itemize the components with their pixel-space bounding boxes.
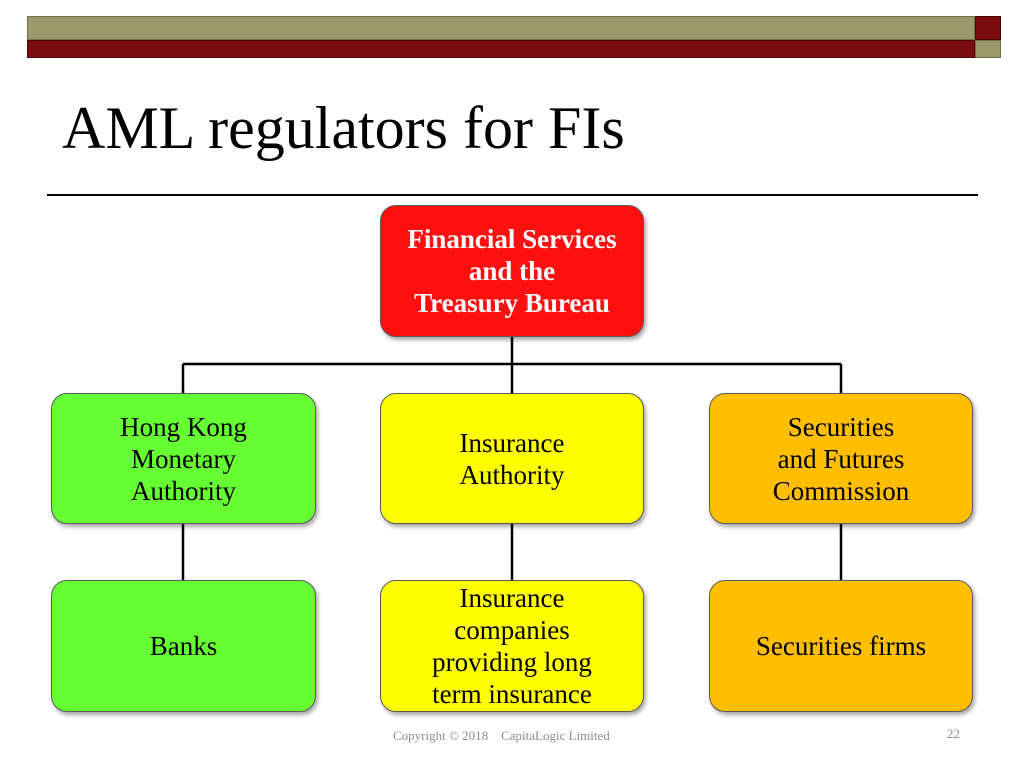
slide-title: AML regulators for FIs [62, 95, 625, 161]
top-decorative-bar [27, 16, 1002, 60]
regulated-securities-box: Securities firms [709, 580, 973, 712]
insurers-line-4: term insurance [432, 679, 592, 709]
top-bar-olive-strip [27, 16, 975, 40]
sfc-line-1: Securities [787, 411, 895, 442]
regulated-banks-box: Banks [51, 580, 316, 712]
top-bar-corner-olive [975, 40, 1001, 58]
securities-firms-label: Securities firms [755, 631, 927, 661]
banks-label: Banks [149, 631, 218, 661]
hkma-line-1: Hong Kong [120, 411, 247, 442]
page-number: 22 [947, 726, 960, 741]
root-line-1: Financial Services [407, 224, 617, 254]
copyright-footer: Copyright © 2018 CapitaLogic Limited [393, 728, 610, 743]
title-divider [47, 194, 978, 196]
top-bar-maroon-strip [27, 40, 975, 58]
regulator-ia-box: Insurance Authority [380, 393, 644, 524]
ia-line-2: Authority [459, 459, 565, 490]
top-bar-corner-maroon [975, 16, 1001, 40]
root-fstb-box: Financial Services and the Treasury Bure… [380, 205, 644, 337]
regulator-hkma-box: Hong Kong Monetary Authority [51, 393, 316, 524]
sfc-line-3: Commission [772, 475, 910, 506]
hkma-line-3: Authority [131, 475, 236, 506]
sfc-line-2: and Futures [777, 443, 905, 474]
root-line-2: and the [468, 256, 556, 286]
insurers-line-3: providing long [432, 647, 592, 677]
regulated-insurers-box: Insurance companies providing long term … [380, 580, 644, 712]
insurers-line-2: companies [454, 615, 570, 645]
root-line-3: Treasury Bureau [414, 288, 610, 318]
hkma-line-2: Monetary [131, 443, 236, 474]
insurers-line-1: Insurance [459, 583, 565, 613]
ia-line-1: Insurance [459, 427, 565, 458]
regulator-sfc-box: Securities and Futures Commission [709, 393, 973, 524]
